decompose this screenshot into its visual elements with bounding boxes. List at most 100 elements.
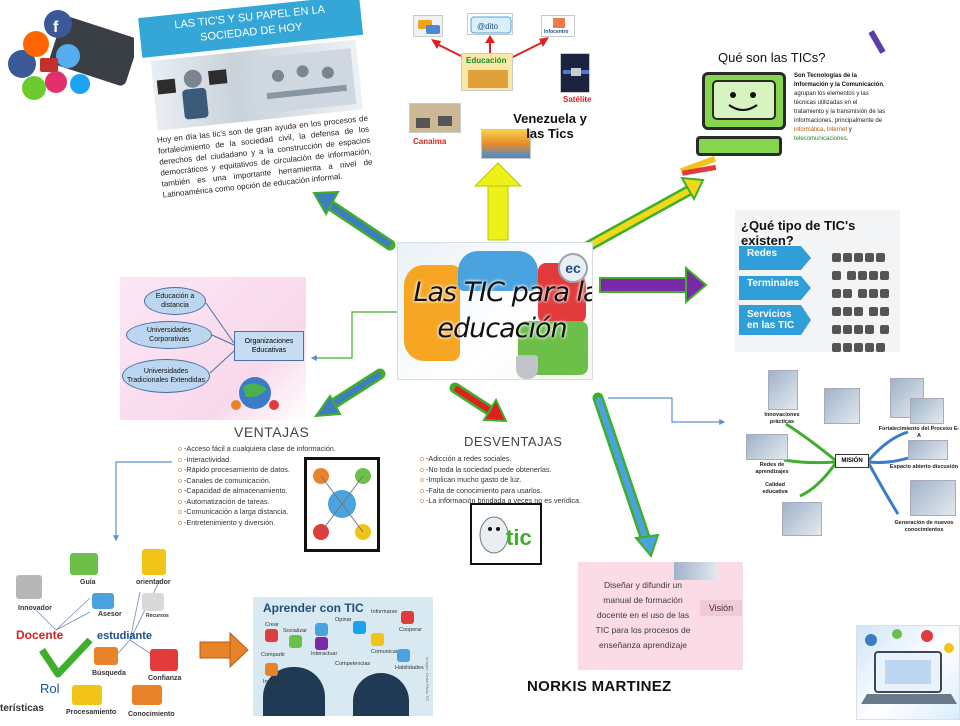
- tipos-panel: ¿Qué tipo de TIC's existen? Redes Termin…: [735, 210, 900, 352]
- aprender-label: Habilidades: [395, 665, 424, 671]
- aprender-label: Opinar: [335, 617, 352, 623]
- vision-tag: Visión: [700, 600, 742, 616]
- chat-icon: [413, 15, 443, 37]
- tic-logo-text: tic: [506, 525, 532, 550]
- role-rol: Rol: [40, 681, 60, 696]
- interactuar-icon: [315, 637, 328, 650]
- ec-badge: ec: [558, 253, 588, 283]
- aprender-label: Compartir: [261, 652, 286, 658]
- list-item: -Canales de comunicación.: [178, 476, 348, 487]
- laptop-illustration: [856, 625, 960, 720]
- pencils-icon: [680, 156, 717, 176]
- socializar-icon: [289, 635, 302, 648]
- svg-text:f: f: [53, 19, 59, 36]
- canaima-label: Canaima: [413, 137, 447, 146]
- satelite-label: Satélite: [563, 95, 592, 104]
- pencil-icon: [868, 30, 886, 54]
- procesamiento-image: [72, 685, 102, 705]
- que-son-panel: Qué son las TICs? Son Tecnologías de la …: [676, 28, 886, 178]
- mision-image-2: [824, 388, 860, 424]
- educacion-image: Educación: [461, 53, 513, 91]
- cloud-universidades-tradicionales: Universidades Tradicionales Extendidas: [122, 359, 210, 393]
- aprender-label: Cooperar: [399, 627, 422, 633]
- central-title-line1: Las TIC para la: [413, 277, 593, 308]
- mision-image-8: [910, 480, 956, 516]
- tic-mascot-image: tic: [470, 503, 542, 565]
- arrow-to-sociedad: [312, 190, 396, 251]
- role-guia: Guía: [80, 579, 96, 586]
- role-procesamiento: Procesamiento: [66, 709, 117, 716]
- list-item: -Adicción a redes sociales.: [420, 454, 600, 465]
- arrow-to-venezuela: [473, 162, 523, 241]
- mision-image-7: [782, 502, 822, 536]
- desventajas-panel: DESVENTAJAS -Adicción a redes sociales. …: [416, 430, 596, 570]
- list-item: -Implican mucho gasto de luz.: [420, 475, 600, 486]
- list-item: -Rápido procesamiento de datos.: [178, 465, 348, 476]
- conocimiento-image: [132, 685, 162, 705]
- list-item: -Automatización de tareas.: [178, 497, 348, 508]
- infocentro-label: Infocentro: [544, 29, 569, 35]
- list-item: -Interactividad.: [178, 455, 348, 466]
- role-orientador: orientador: [136, 579, 171, 586]
- computer-character-icon: [702, 72, 786, 130]
- vision-text: Diseñar y difundir un manual de formació…: [595, 580, 691, 650]
- role-docente: Docente: [16, 628, 64, 642]
- organizaciones-panel: Educación a distancia Universidades Corp…: [120, 277, 306, 420]
- confianza-image: [150, 649, 178, 671]
- list-item: -Entretenimiento y diversión.: [178, 518, 348, 529]
- image-credit: Imagen: Cintia Rivas TIC: [425, 657, 430, 702]
- opinar-icon: [315, 623, 328, 636]
- lightbulb-icon: [516, 355, 538, 379]
- aprender-label: Interactuar: [311, 651, 338, 657]
- central-title-line2: educación: [437, 313, 567, 344]
- mision-branches: [783, 422, 909, 515]
- investigar-icon: [265, 663, 278, 676]
- list-item: -No toda la sociedad puede obtenerlas.: [420, 465, 600, 476]
- venezuela-panel: @dito Infocentro Educación Satélite Cana…: [405, 5, 595, 160]
- network-people-image: [304, 457, 380, 552]
- recursos-image: [142, 593, 164, 611]
- roles-panel: Guía orientador Innovador Asesor Recurso…: [0, 545, 200, 720]
- aprender-label: Investigar: [263, 679, 287, 685]
- mision-label-fortalecimiento: Fortalecimiento del Proceso E-A: [878, 426, 960, 439]
- arrow-to-que-son: [579, 176, 705, 254]
- social-media-icons: f: [4, 4, 139, 108]
- globe-people-image: [228, 369, 282, 417]
- role-innovador: Innovador: [18, 605, 52, 612]
- satelite-image: [560, 53, 590, 93]
- keyboard-icon: [696, 136, 782, 156]
- tipos-item-terminales: Terminales: [739, 276, 811, 300]
- aprender-label: Informarse: [371, 609, 398, 615]
- mision-label-calidad: Calidad educativa: [762, 482, 788, 495]
- mision-center: MISIÓN: [835, 454, 869, 468]
- cloud-universidades-corporativas: Universidades Corporativas: [126, 321, 212, 349]
- central-logo: ec Las TIC para la educación: [397, 242, 593, 380]
- ventajas-list: -Acceso fácil a cualquiera clase de info…: [178, 444, 348, 528]
- mision-image-6: [908, 440, 948, 460]
- que-son-text: Son Tecnologías de la Información y la C…: [794, 73, 886, 142]
- guia-image: [70, 553, 98, 575]
- role-recursos: Recursos: [146, 613, 169, 619]
- tipos-item-servicios: Servicios en las TIC: [739, 305, 811, 335]
- svg-text:@dito: @dito: [477, 22, 499, 31]
- silhouette-2: [353, 673, 409, 716]
- orgs-connectors: [205, 302, 235, 374]
- device-icons-grid: [831, 250, 895, 358]
- sociedad-card: LAS TIC'S Y SU PAPEL EN LA SOCIEDAD DE H…: [138, 0, 380, 217]
- crear-icon: [265, 629, 278, 642]
- twitter-icon: [353, 621, 366, 634]
- mision-label-espacio: Espacio abierto discusión: [889, 464, 959, 470]
- educacion-label: Educación: [466, 56, 507, 65]
- desventajas-list: -Adicción a redes sociales. -No toda la …: [420, 454, 600, 507]
- tipos-title: ¿Qué tipo de TIC's existen?: [741, 218, 856, 248]
- orientador-image: [142, 549, 166, 575]
- asesor-image: [92, 593, 114, 609]
- list-item: -La información brindada a veces no es v…: [420, 496, 600, 507]
- que-son-title: Qué son las TICs?: [718, 50, 826, 65]
- mision-image-5: [746, 434, 788, 460]
- arrow-to-tipos: [599, 265, 708, 305]
- mision-panel: Innovaciones prácticas Fortalecimiento d…: [738, 368, 960, 540]
- aprender-panel: Aprender con TIC Crear Socializar Opinar…: [253, 597, 433, 716]
- tipos-item-redes: Redes: [739, 246, 811, 270]
- aprender-label: Competencias: [335, 661, 371, 667]
